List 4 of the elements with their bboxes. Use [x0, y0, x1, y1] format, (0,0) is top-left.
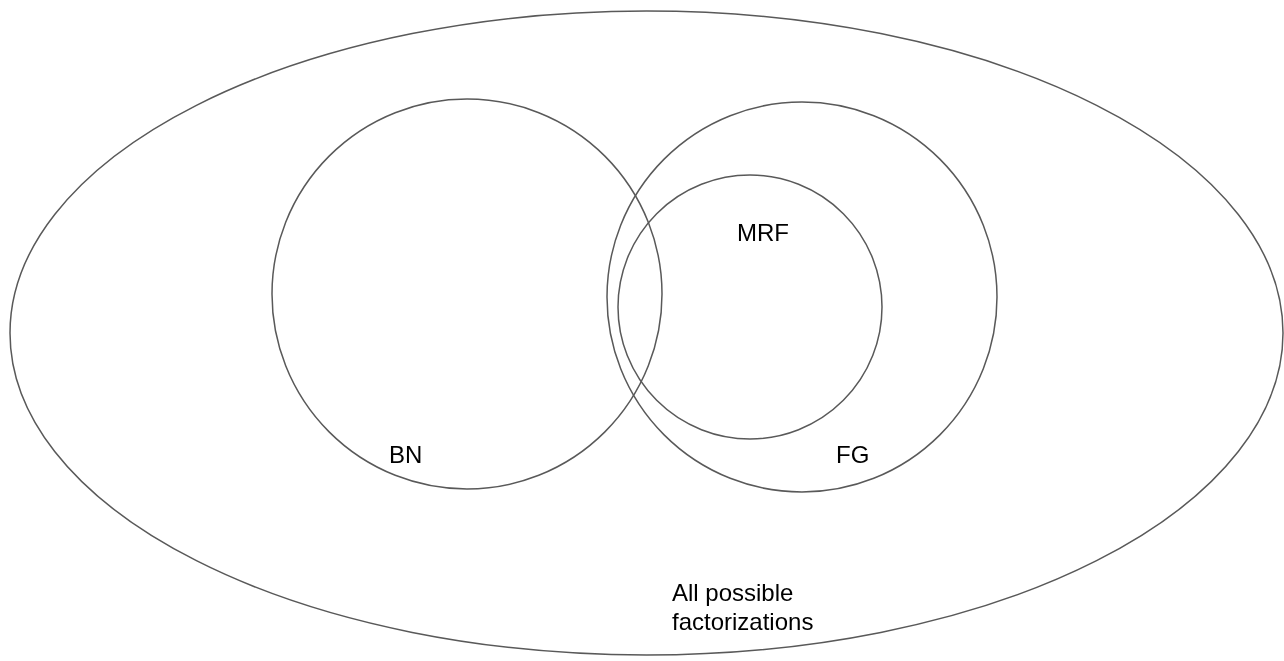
- set-label: BN: [389, 440, 424, 469]
- set-label: MRF: [737, 218, 790, 247]
- set-label: All possible factorizations: [672, 578, 815, 636]
- set-label: FG: [836, 440, 871, 469]
